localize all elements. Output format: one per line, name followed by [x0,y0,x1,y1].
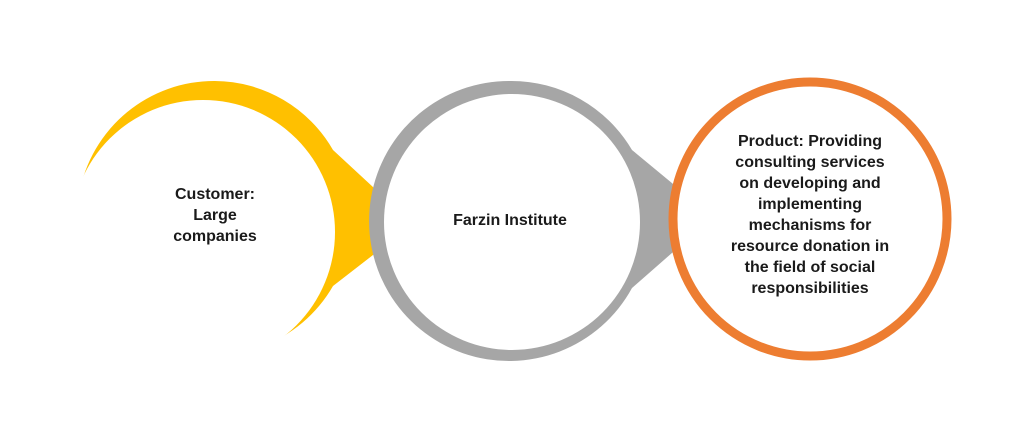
product-label-line: Product: Providing [738,133,882,150]
product-label-line: responsibilities [751,280,869,297]
product-node [668,77,952,361]
institute-inner-circle [384,94,640,350]
customer-label-line: Customer: [174,185,255,203]
product-label-line: mechanisms for [748,217,872,234]
product-label: Product: Providing consulting services o… [705,110,915,320]
customer-label-line: Large [193,206,237,224]
institute-label-line: Farzin Institute [453,211,567,229]
customer-label: Customer: Large companies [130,170,300,260]
product-label-line: resource donation in [730,238,890,255]
customer-node [71,80,414,364]
customer-inner-circle [71,100,335,364]
product-label-line: implementing [757,196,862,213]
institute-label: Farzin Institute [420,195,600,245]
institute-node [369,80,713,361]
product-label-line: consulting services [735,154,885,171]
product-label-line: on developing and [739,175,881,192]
product-label-line: the field of social [744,259,876,276]
product-ring [668,77,952,361]
customer-label-line: companies [173,227,257,245]
